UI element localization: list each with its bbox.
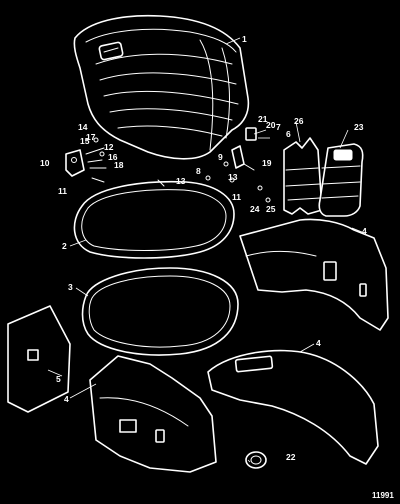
- callout-14: 14: [78, 122, 88, 132]
- callout-5: 5: [56, 374, 61, 384]
- callout-15: 15: [80, 136, 90, 146]
- callout-21: 21: [258, 114, 268, 124]
- callout-24: 24: [250, 204, 260, 214]
- callout-6: 6: [286, 129, 291, 139]
- part-4-side-panel-left: [89, 355, 217, 473]
- part-5-side-insulator: [7, 305, 71, 413]
- callout-13-right: 13: [228, 172, 238, 182]
- callout-7: 7: [276, 122, 281, 132]
- latch-hardware-right: [223, 127, 271, 203]
- callout-12: 12: [104, 142, 114, 152]
- top-cowl: [73, 14, 250, 160]
- figure-code: 11991: [372, 491, 394, 500]
- part-4-side-panel-right: [239, 218, 389, 331]
- callout-11-left: 11: [58, 186, 67, 196]
- latch-hardware-left: [65, 137, 211, 187]
- callout-20: 20: [266, 120, 276, 130]
- callout-labels: 1 2 3 4 4 4 5 6 7 8 9 10 11 11 12 13 13 …: [40, 34, 394, 500]
- callout-25: 25: [266, 204, 276, 214]
- callout-3: 3: [68, 282, 73, 292]
- callout-16: 16: [108, 152, 118, 162]
- part-2-cowl-seal: [73, 180, 235, 259]
- part-22-grommet: [245, 451, 267, 469]
- callout-11-right: 11: [232, 192, 241, 202]
- leader-lines: [47, 37, 363, 463]
- callout-4-rear-panel: 4: [316, 338, 321, 348]
- callout-19: 19: [262, 158, 272, 168]
- callout-18: 18: [114, 160, 124, 170]
- callout-4-right-panel: 4: [362, 226, 367, 236]
- callout-8: 8: [196, 166, 201, 176]
- part-3-bottom-seal: [81, 267, 239, 356]
- part-23-intake-silencer: [318, 143, 364, 217]
- callout-17: 17: [86, 132, 96, 142]
- callout-1: 1: [242, 34, 247, 44]
- callout-22: 22: [286, 452, 296, 462]
- part-26-foam-block: [283, 137, 323, 215]
- callout-9: 9: [218, 152, 223, 162]
- callout-2: 2: [62, 241, 67, 251]
- callout-13-left: 13: [176, 176, 186, 186]
- part-4-side-panel-rear: [207, 349, 379, 465]
- callout-10: 10: [40, 158, 50, 168]
- callout-23: 23: [354, 122, 364, 132]
- callout-4-left-panel: 4: [64, 394, 69, 404]
- callout-26: 26: [294, 116, 304, 126]
